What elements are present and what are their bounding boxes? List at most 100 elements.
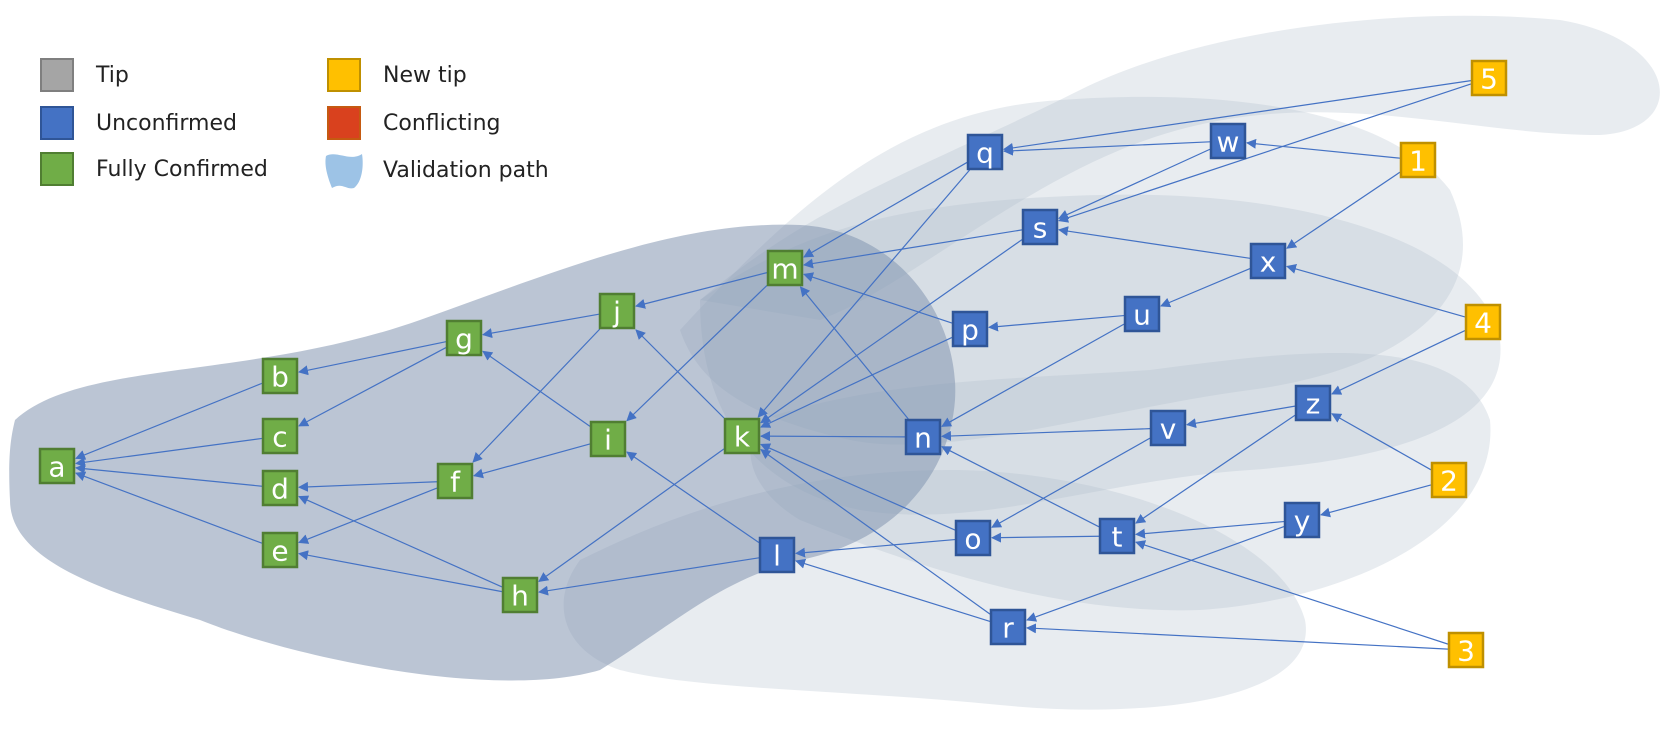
legend-item-conflicting: Conflicting: [327, 106, 500, 140]
legend-label-tip: Tip: [96, 62, 129, 88]
edge-3-to-r: [1026, 623, 1449, 650]
node-g: g: [445, 319, 483, 357]
edge-f-to-d: [298, 481, 438, 492]
node-3: 3: [1447, 631, 1485, 669]
edge-j-to-g: [482, 313, 600, 339]
node-z-box: [1294, 384, 1332, 422]
node-c-box: [261, 417, 299, 455]
node-w-box: [1209, 122, 1247, 160]
edge-5-to-q: [1003, 80, 1472, 153]
node-h: h: [501, 576, 539, 614]
edge-n-to-k: [760, 431, 906, 442]
node-b: b: [261, 357, 299, 395]
node-s: s: [1021, 208, 1059, 246]
node-r-box: [989, 608, 1027, 646]
legend-item-tip: Tip: [40, 58, 129, 92]
node-b-box: [261, 357, 299, 395]
node-u: u: [1123, 295, 1161, 333]
node-y-label: y: [1294, 505, 1311, 538]
node-f-label: f: [450, 466, 461, 499]
node-q-box: [966, 133, 1004, 171]
legend-item-unconfirmed: Unconfirmed: [40, 106, 237, 140]
node-l: l: [758, 536, 796, 574]
legend-swatch-fully-confirmed: [40, 152, 74, 186]
node-z-label: z: [1306, 388, 1321, 421]
edge-l-to-i: [626, 451, 760, 544]
edge-c-to-a: [75, 437, 263, 468]
edge-k-to-j: [635, 329, 725, 419]
node-1-box: [1399, 141, 1437, 179]
edge-5-to-s: [1058, 83, 1472, 223]
edge-t-to-o: [991, 532, 1100, 543]
node-4-label: 4: [1474, 307, 1492, 340]
legend-swatch-new-tip: [327, 58, 361, 92]
edge-t-to-n: [941, 446, 1100, 528]
validation-paths: [9, 15, 1660, 710]
edge-3-to-t: [1135, 540, 1449, 645]
node-u-label: u: [1133, 299, 1151, 332]
edge-o-to-k: [760, 443, 956, 531]
node-o-box: [954, 519, 992, 557]
edge-i-to-g: [482, 350, 591, 427]
node-b-label: b: [271, 361, 289, 394]
edge-m-to-j: [635, 272, 768, 309]
legend-label-new-tip: New tip: [383, 62, 467, 88]
node-p-label: p: [961, 314, 979, 347]
node-s-box: [1021, 208, 1059, 246]
edge-u-to-n: [941, 323, 1125, 427]
edge-o-to-l: [795, 538, 956, 558]
edge-l-to-h: [538, 557, 760, 596]
node-5-box: [1470, 59, 1508, 97]
node-v-label: v: [1160, 413, 1177, 446]
edge-m-to-i: [626, 284, 768, 422]
node-d: d: [261, 469, 299, 507]
edge-4-to-x: [1286, 264, 1466, 318]
edge-z-to-t: [1135, 414, 1296, 524]
node-e: e: [261, 531, 299, 569]
legend-swatch-conflicting: [327, 106, 361, 140]
legend-item-fully-confirmed: Fully Confirmed: [40, 152, 268, 186]
edge-u-to-p: [988, 314, 1125, 332]
node-w: w: [1209, 122, 1247, 160]
node-v-box: [1149, 409, 1187, 447]
node-i-label: i: [604, 424, 612, 457]
node-3-label: 3: [1457, 635, 1475, 668]
node-n-label: n: [914, 422, 932, 455]
node-g-box: [445, 319, 483, 357]
node-y: y: [1283, 501, 1321, 539]
node-s-label: s: [1033, 212, 1048, 245]
node-c-label: c: [272, 421, 287, 454]
node-2-box: [1430, 461, 1468, 499]
edge-v-to-n: [941, 428, 1151, 441]
node-x-label: x: [1260, 246, 1277, 279]
edge-z-to-v: [1186, 405, 1296, 429]
node-z: z: [1294, 384, 1332, 422]
node-y-box: [1283, 501, 1321, 539]
node-i: i: [589, 420, 627, 458]
node-1-label: 1: [1409, 145, 1427, 178]
node-n-box: [904, 418, 942, 456]
edge-q-to-m: [803, 161, 968, 258]
node-w-label: w: [1217, 126, 1240, 159]
node-r: r: [989, 608, 1027, 646]
edge-w-to-s: [1058, 148, 1211, 220]
edge-g-to-c: [298, 347, 447, 427]
legend-item-validation-path: Validation path: [322, 148, 549, 192]
legend-label-unconfirmed: Unconfirmed: [96, 110, 237, 136]
node-j: j: [598, 292, 636, 330]
edge-s-to-k: [760, 239, 1023, 424]
edge-1-to-w: [1246, 138, 1401, 159]
edge-i-to-f: [473, 443, 591, 479]
node-j-box: [598, 292, 636, 330]
node-k-box: [723, 417, 761, 455]
node-h-label: h: [511, 580, 529, 613]
node-g-label: g: [455, 323, 473, 356]
node-p-box: [951, 310, 989, 348]
node-e-box: [261, 531, 299, 569]
node-l-box: [758, 536, 796, 574]
node-o: o: [954, 519, 992, 557]
node-l-label: l: [773, 540, 781, 573]
node-v: v: [1149, 409, 1187, 447]
node-4: 4: [1464, 303, 1502, 341]
